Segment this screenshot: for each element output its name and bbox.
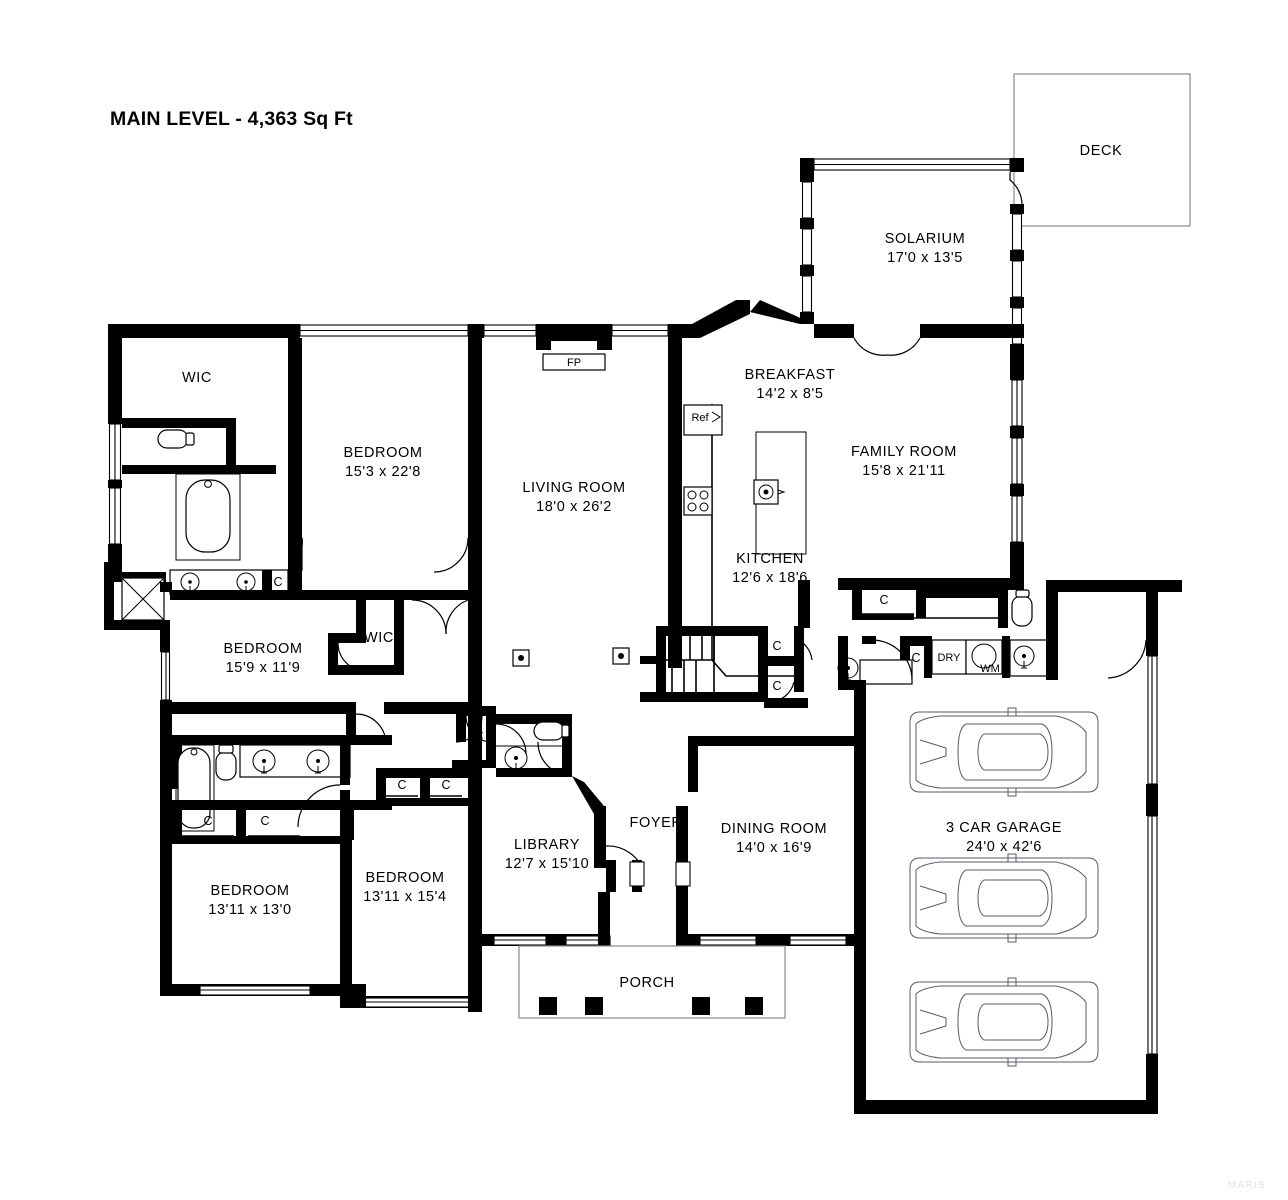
room-dim-kitchen: 12'6 x 18'6 bbox=[732, 570, 808, 586]
garage: 3 CAR GARAGE 24'0 x 42'6 bbox=[854, 580, 1182, 1114]
room-label-dining: DINING ROOM bbox=[721, 821, 828, 837]
dryer-label: DRY bbox=[937, 652, 961, 664]
room-label-deck: DECK bbox=[1080, 143, 1123, 159]
sink-powder bbox=[496, 745, 562, 771]
room-dim-bedroom-3: 13'11 x 13'0 bbox=[208, 902, 291, 918]
room-dim-living: 18'0 x 26'2 bbox=[536, 499, 612, 515]
vanity-hall bbox=[239, 744, 351, 778]
porch-column bbox=[692, 997, 710, 1015]
room-dim-bedroom-4: 13'11 x 15'4 bbox=[363, 889, 446, 905]
closet-label-bath2-1: C bbox=[203, 814, 212, 828]
cooktop bbox=[683, 486, 713, 516]
living-room: LIVING ROOM 18'0 x 26'2 bbox=[512, 480, 630, 667]
room-label-solarium: SOLARIUM bbox=[885, 231, 966, 247]
bedroom-2-area: WIC BEDROOM 15'9 x 11'9 bbox=[170, 590, 469, 745]
master-suite: C WIC BEDROOM 15'3 x 22'8 bbox=[122, 338, 422, 598]
room-label-wic-2: WIC bbox=[364, 630, 394, 646]
room-dim-bedroom-master: 15'3 x 22'8 bbox=[345, 464, 421, 480]
laundry-mudroom: C C DRY WM bbox=[837, 589, 1058, 1112]
room-label-bedroom-2: BEDROOM bbox=[223, 641, 302, 657]
toilet-laundry bbox=[1011, 589, 1033, 627]
porch-column bbox=[585, 997, 603, 1015]
room-label-bedroom-master: BEDROOM bbox=[343, 445, 422, 461]
room-dim-bedroom-2: 15'9 x 11'9 bbox=[226, 660, 301, 676]
car-outline-3 bbox=[909, 977, 1099, 1067]
porch-column bbox=[539, 997, 557, 1015]
bathtub-master bbox=[175, 473, 241, 561]
master-bedroom-right-wall bbox=[433, 338, 482, 714]
room-label-garage: 3 CAR GARAGE bbox=[946, 820, 1062, 836]
room-dim-garage: 24'0 x 42'6 bbox=[966, 839, 1042, 855]
hall-bath-2: C C bbox=[172, 735, 392, 844]
top-exterior-wall: FP bbox=[108, 324, 692, 371]
dining-room: DINING ROOM 14'0 x 16'9 bbox=[688, 736, 866, 856]
room-label-foyer: FOYER bbox=[630, 815, 683, 831]
washer: WM bbox=[965, 639, 1003, 675]
closet-label-stair-lower: C bbox=[772, 679, 781, 693]
kitchen-island bbox=[753, 431, 807, 555]
room-dim-breakfast: 14'2 x 8'5 bbox=[756, 386, 823, 402]
svg-text:WM: WM bbox=[980, 663, 1000, 675]
deck-area: DECK bbox=[1013, 73, 1191, 227]
page-title: MAIN LEVEL - 4,363 Sq Ft bbox=[110, 108, 353, 130]
toilet-hall bbox=[215, 744, 237, 781]
refrigerator-label: Ref bbox=[691, 412, 709, 424]
refrigerator: Ref bbox=[683, 404, 723, 436]
solarium-walls: SOLARIUM 17'0 x 13'5 bbox=[692, 158, 1024, 358]
porch-area: PORCH bbox=[518, 945, 786, 1019]
room-label-library: LIBRARY bbox=[514, 837, 580, 853]
closet-label-hall-1: C bbox=[474, 729, 483, 743]
closet-label-bath2-2: C bbox=[260, 814, 269, 828]
breakfast-family: BREAKFAST 14'2 x 8'5 FAMILY ROOM 15'8 x … bbox=[745, 358, 1024, 590]
room-dim-solarium: 17'0 x 13'5 bbox=[887, 250, 963, 266]
room-dim-dining: 14'0 x 16'9 bbox=[736, 840, 812, 856]
closet-label-bed4-1: C bbox=[397, 778, 406, 792]
powder-room: C bbox=[452, 706, 572, 777]
kitchen: Ref KITCHEN 12'6 x 18'6 bbox=[668, 338, 808, 677]
misc-walls bbox=[104, 324, 700, 592]
watermark: MARIS bbox=[1227, 1180, 1266, 1191]
room-label-living: LIVING ROOM bbox=[522, 480, 625, 496]
toilet-master-wc bbox=[157, 429, 195, 449]
room-label-bedroom-3: BEDROOM bbox=[210, 883, 289, 899]
bedrooms-lower-left: C C BEDROOM 13'11 x 13'0 BEDROOM 13'11 x… bbox=[160, 714, 482, 1012]
fireplace-label: FP bbox=[567, 357, 581, 369]
room-label-bedroom-4: BEDROOM bbox=[365, 870, 444, 886]
room-label-family: FAMILY ROOM bbox=[851, 444, 957, 460]
dryer: DRY bbox=[931, 639, 967, 675]
room-label-porch: PORCH bbox=[619, 975, 674, 991]
room-dim-family: 15'8 x 21'11 bbox=[862, 463, 945, 479]
room-label-wic-master: WIC bbox=[182, 370, 212, 386]
closet-label-stair-upper: C bbox=[772, 639, 781, 653]
closet-label-bed4-2: C bbox=[441, 778, 450, 792]
room-label-breakfast: BREAKFAST bbox=[745, 367, 836, 383]
closet-label-mudroom: C bbox=[911, 651, 920, 665]
closet-label-master-bath: C bbox=[273, 575, 282, 589]
room-label-kitchen: KITCHEN bbox=[736, 551, 804, 567]
toilet-powder bbox=[533, 721, 570, 741]
library-foyer: LIBRARY 12'7 x 15'10 FOYER bbox=[480, 741, 866, 946]
closet-label-laundry: C bbox=[879, 593, 888, 607]
room-dim-library: 12'7 x 15'10 bbox=[505, 856, 590, 872]
staircase bbox=[659, 636, 715, 696]
car-outline-1 bbox=[909, 707, 1099, 797]
porch-column bbox=[745, 997, 763, 1015]
stairs-area: C C bbox=[640, 580, 813, 708]
car-outline-2 bbox=[909, 853, 1099, 943]
